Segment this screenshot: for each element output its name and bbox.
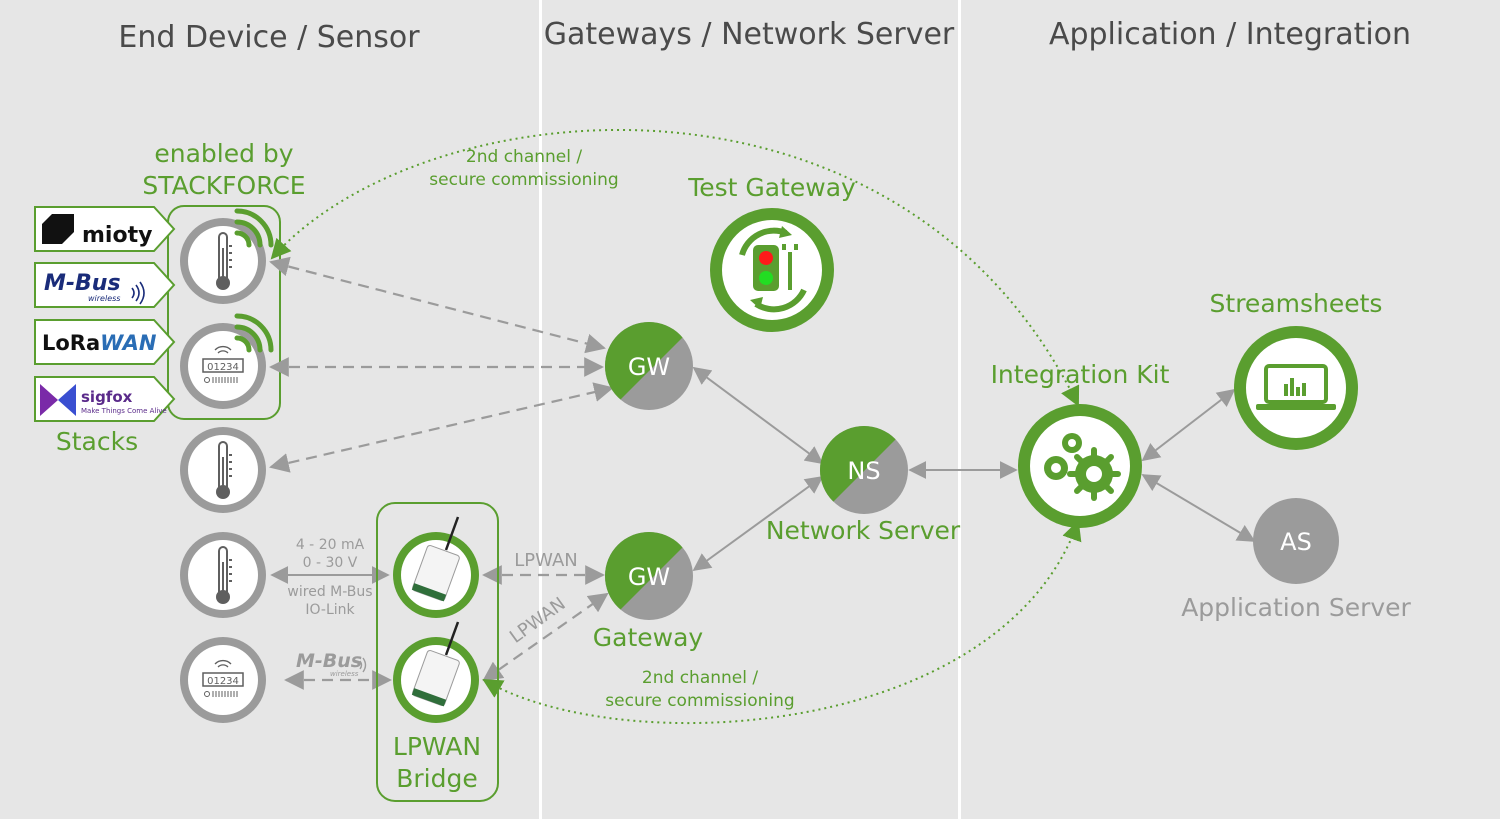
mbus-wireless-link-label: M-Bus wireless <box>296 650 367 678</box>
sigfox-logo-icon <box>40 384 76 416</box>
bridge-device-icon <box>411 544 460 602</box>
barcode-icon <box>204 377 238 383</box>
sigfox-label: sigfox <box>81 388 133 406</box>
gw-node-1-label: GW <box>628 353 670 381</box>
lpwan-bridge-device-1[interactable] <box>393 516 479 618</box>
stack-tag-sigfox[interactable]: sigfox Make Things Come Alive <box>34 376 176 422</box>
svg-text:2nd channel /: 2nd channel / <box>466 147 582 167</box>
meter-display <box>202 672 244 687</box>
antenna-icon <box>444 516 460 551</box>
wireless-waves-icon <box>131 281 145 305</box>
ns-node[interactable]: NS <box>815 420 915 520</box>
barcode-icon <box>204 691 238 697</box>
traffic-light-icon <box>753 245 779 291</box>
gw-node-1[interactable]: GW <box>600 320 700 420</box>
column-header-application: Application / Integration <box>1049 17 1411 52</box>
mioty-label: mioty <box>82 223 152 248</box>
svg-text:2nd channel /: 2nd channel / <box>642 668 758 688</box>
network-server-label: Network Server <box>766 516 961 545</box>
stack-tag-mbus[interactable]: M-Bus wireless <box>34 262 176 308</box>
sigfox-tagline: Make Things Come Alive <box>81 407 167 415</box>
svg-text:LPWAN: LPWAN <box>393 732 481 761</box>
gw-node-2-label: GW <box>628 563 670 591</box>
mbus-logo-label: M-Bus <box>44 271 121 296</box>
lpwan-link-label-1: LPWAN <box>514 550 577 571</box>
svg-text:wireless: wireless <box>330 670 359 678</box>
lpwan-bridge-device-2[interactable] <box>393 621 479 723</box>
meter-sensor-2[interactable]: 01234 <box>180 637 266 723</box>
gw-node-2[interactable]: GW <box>600 530 700 630</box>
thermometer-icon <box>216 546 232 604</box>
integration-kit-label: Integration Kit <box>991 360 1170 389</box>
svg-text:secure commissioning: secure commissioning <box>605 691 794 711</box>
thermometer-sensor-2[interactable] <box>180 427 266 513</box>
svg-text:M-Bus: M-Bus <box>296 650 362 672</box>
stacks-label: Stacks <box>56 427 138 456</box>
thermometer-icon <box>216 441 232 499</box>
svg-text:wired M-Bus: wired M-Bus <box>287 584 372 600</box>
wifi-icon <box>214 659 232 668</box>
second-channel-label-top: 2nd channel / secure commissioning <box>429 147 618 190</box>
mioty-logo-icon <box>42 214 74 244</box>
thermometer-icon <box>216 232 232 290</box>
integration-kit-node[interactable] <box>1018 404 1142 528</box>
laptop-chart-icon <box>1256 364 1336 410</box>
as-node-label: AS <box>1280 528 1312 556</box>
svg-text:IO-Link: IO-Link <box>305 602 355 618</box>
enabled-by-line-1: enabled by <box>154 139 293 168</box>
column-header-gateways: Gateways / Network Server <box>544 17 955 52</box>
wrench-icon <box>782 244 798 290</box>
svg-text:secure commissioning: secure commissioning <box>429 170 618 190</box>
test-gateway-node[interactable] <box>710 208 834 332</box>
stack-tag-mioty[interactable]: mioty <box>34 206 176 252</box>
link-integration-as <box>1141 474 1256 542</box>
as-node[interactable]: AS <box>1253 498 1339 584</box>
meter-digits: 01234 <box>207 676 239 687</box>
lpwan-bridge-label: LPWAN Bridge <box>393 732 481 793</box>
application-server-label: Application Server <box>1181 593 1411 622</box>
analog-input-label: 4 - 20 mA 0 - 30 V <box>296 537 365 571</box>
thermometer-sensor-3[interactable] <box>180 532 266 618</box>
link-integration-streamsheets <box>1141 388 1236 462</box>
meter-sensor-1[interactable]: 01234 <box>180 313 274 409</box>
signal-waves-icon <box>234 313 274 353</box>
bridge-device-icon <box>411 649 460 707</box>
gears-icon <box>1044 433 1121 501</box>
mbus-logo-sublabel: wireless <box>88 294 120 303</box>
enabled-by-label: enabled by STACKFORCE <box>142 139 305 200</box>
ns-node-label: NS <box>847 457 880 485</box>
svg-text:4 - 20 mA: 4 - 20 mA <box>296 537 365 553</box>
signal-waves-icon <box>234 208 274 248</box>
wired-input-label: wired M-Bus IO-Link <box>287 584 372 618</box>
second-channel-label-bottom: 2nd channel / secure commissioning <box>605 668 794 711</box>
thermometer-sensor-1[interactable] <box>180 208 274 304</box>
streamsheets-label: Streamsheets <box>1210 289 1383 318</box>
lpwan-bridge-group <box>376 502 499 802</box>
antenna-icon <box>444 621 460 656</box>
svg-text:0 - 30 V: 0 - 30 V <box>303 555 358 571</box>
meter-digits: 01234 <box>207 362 239 373</box>
enabled-by-line-2: STACKFORCE <box>142 171 305 200</box>
meter-display <box>202 358 244 373</box>
column-header-end-device: End Device / Sensor <box>118 20 420 55</box>
streamsheets-node[interactable] <box>1234 326 1358 450</box>
stack-tag-lorawan[interactable]: LoRaWAN <box>34 319 176 365</box>
wireless-waves-icon <box>359 657 367 673</box>
svg-text:Bridge: Bridge <box>396 764 478 793</box>
gateway-label: Gateway <box>593 623 704 652</box>
lorawan-logo-label: LoRaWAN <box>42 331 157 355</box>
test-gateway-label: Test Gateway <box>687 173 856 202</box>
refresh-cycle-icon <box>739 227 807 313</box>
wifi-icon <box>214 345 232 354</box>
